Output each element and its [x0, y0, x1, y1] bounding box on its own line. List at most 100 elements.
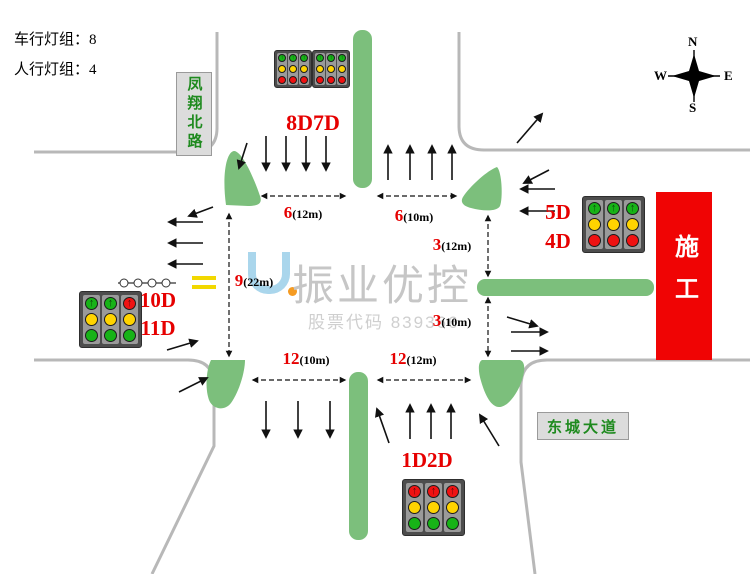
compass-star-icon: [668, 50, 720, 102]
signal-light-yellow: [607, 218, 620, 231]
signal-light-green: ↑: [588, 202, 601, 215]
signal-face: ↑: [605, 200, 622, 249]
signal-face: ↑: [277, 53, 287, 85]
signal-light-red: [588, 234, 601, 247]
signal-light-red: [338, 76, 346, 84]
signal-light-red: [278, 76, 286, 84]
watermark-stock-code: 股票代码 839366: [308, 313, 460, 332]
signal-light-yellow: [588, 218, 601, 231]
signal-light-yellow: [626, 218, 639, 231]
signal-light-green: ↑: [626, 202, 639, 215]
signal-head-north-b: ↑↑↑: [312, 50, 350, 88]
lane-arrows: [166, 112, 555, 447]
signal-light-green: ↑: [300, 54, 308, 62]
signal-head-north-a: ↑↑↑: [274, 50, 312, 88]
signal-light-yellow: [289, 65, 297, 73]
signal-face: ↑: [102, 295, 119, 344]
measurement-label: 3(10m): [432, 311, 472, 330]
measurement-label: 3(12m): [432, 235, 472, 254]
signal-light-green: [446, 517, 459, 530]
signal-light-green: [85, 329, 98, 342]
compass-north-label: N: [688, 34, 698, 49]
signal-light-yellow: [338, 65, 346, 73]
signal-face: ↑: [586, 200, 603, 249]
measurement-lines: [225, 192, 492, 384]
signal-head-east: ↑ ↑ ↑: [582, 196, 645, 253]
signal-light-green: ↑: [289, 54, 297, 62]
signal-light-red: [626, 234, 639, 247]
watermark-logo-dot-icon: [288, 287, 297, 296]
signal-light-yellow: [104, 313, 117, 326]
road-sign-fengxiang-north-road: 凤翔北路: [176, 72, 212, 156]
signal-light-yellow: [327, 65, 335, 73]
signal-light-green: ↑: [327, 54, 335, 62]
signal-light-red: ↑: [408, 485, 421, 498]
signal-group-label-11d: 11D: [140, 316, 176, 340]
signal-light-red: [300, 76, 308, 84]
signal-light-yellow: [123, 313, 136, 326]
signal-light-red: [327, 76, 335, 84]
signal-light-green: [408, 517, 421, 530]
signal-light-red: [289, 76, 297, 84]
measurement-label: 12(10m): [282, 349, 330, 368]
signal-light-green: [123, 329, 136, 342]
compass-east-label: E: [724, 68, 733, 83]
road-sign-north-label: 凤翔北路: [185, 76, 202, 152]
measurement-label: 6(12m): [283, 203, 323, 222]
signal-face: ↑: [121, 295, 138, 344]
watermark-brand: 振业优控: [292, 262, 473, 309]
signal-light-yellow: [85, 313, 98, 326]
road-sign-dongcheng-avenue: 东城大道: [537, 412, 629, 440]
signal-light-red: ↑: [446, 485, 459, 498]
signal-light-red: ↑: [123, 297, 136, 310]
signal-head-west: ↑ ↑ ↑: [79, 291, 142, 348]
vehicle-light-groups-label: 车行灯组：8: [14, 32, 97, 48]
signal-head-south: ↑ ↑ ↑: [402, 479, 465, 536]
signal-light-green: ↑: [316, 54, 324, 62]
signal-face: ↑: [83, 295, 100, 344]
signal-light-yellow: [408, 501, 421, 514]
green-islands: [206, 30, 654, 540]
signal-light-yellow: [316, 65, 324, 73]
signal-face: ↑: [406, 483, 423, 532]
signal-face: ↑: [315, 53, 325, 85]
signal-light-yellow: [446, 501, 459, 514]
construction-label: 施工: [670, 234, 697, 318]
signal-group-label-1d2d: 1D2D: [401, 448, 453, 472]
signal-face: ↑: [425, 483, 442, 532]
signal-light-yellow: [427, 501, 440, 514]
pedestrian-light-groups-label: 人行灯组：4: [14, 62, 97, 78]
measurement-label: 12(12m): [389, 349, 437, 368]
signal-face: ↑: [326, 53, 336, 85]
signal-face: ↑: [288, 53, 298, 85]
signal-light-red: ↑: [427, 485, 440, 498]
road-sign-east-label: 东城大道: [546, 419, 619, 436]
signal-group-label-4d: 4D: [545, 229, 571, 253]
signal-light-green: ↑: [85, 297, 98, 310]
signal-group-label-5d: 5D: [545, 200, 571, 224]
signal-face: ↑: [337, 53, 347, 85]
signal-face: ↑: [444, 483, 461, 532]
compass-west-label: W: [654, 68, 667, 83]
signal-group-label-10d: 10D: [139, 288, 177, 312]
signal-light-yellow: [300, 65, 308, 73]
signal-light-green: [427, 517, 440, 530]
signal-face: ↑: [624, 200, 641, 249]
signal-face: ↑: [299, 53, 309, 85]
signal-light-yellow: [278, 65, 286, 73]
compass-south-label: S: [689, 100, 697, 115]
signal-light-green: ↑: [104, 297, 117, 310]
measurement-label: 9(22m): [234, 271, 274, 290]
signal-light-green: ↑: [278, 54, 286, 62]
signal-light-red: [607, 234, 620, 247]
watermark-logo-icon: [248, 252, 290, 294]
signal-pole-icon: [118, 276, 216, 289]
signal-group-label-8d7d: 8D7D: [286, 110, 340, 135]
signal-light-red: [316, 76, 324, 84]
measurement-label: 6(10m): [394, 206, 434, 225]
signal-light-green: ↑: [338, 54, 346, 62]
signal-light-green: [104, 329, 117, 342]
signal-light-green: ↑: [607, 202, 620, 215]
